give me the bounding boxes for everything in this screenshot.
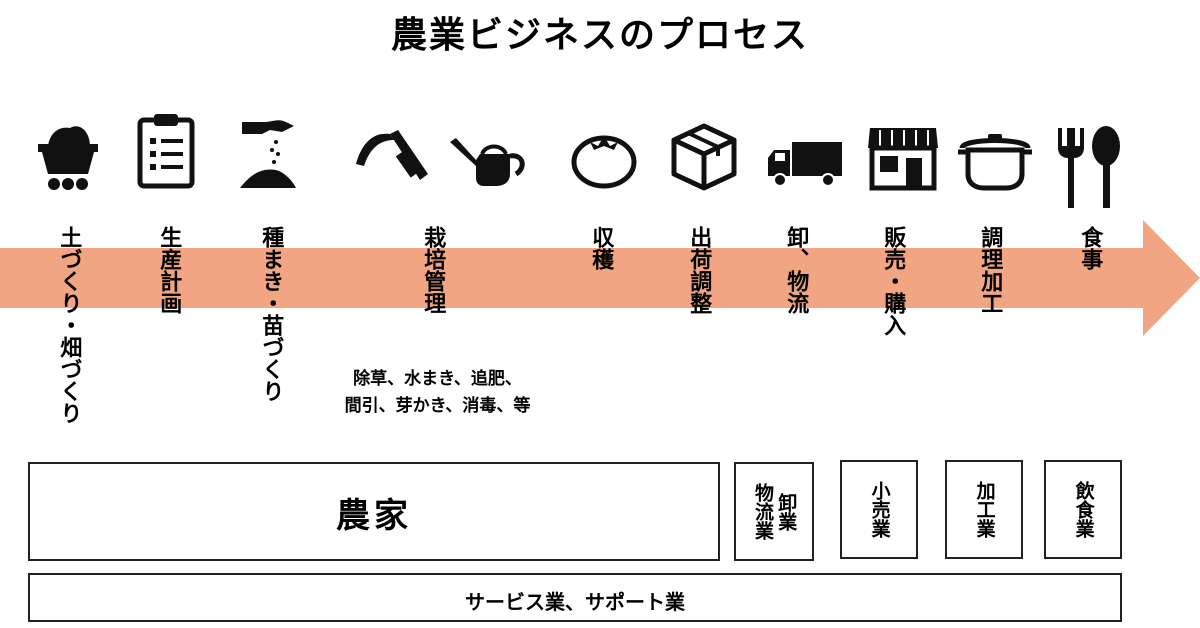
hand-sowing-seeds-icon [240, 120, 296, 188]
farmer-label: 農家 [336, 496, 412, 536]
step-label-wholesale-logistics: 卸、物流 [783, 226, 809, 314]
restaurant-label: 飲食業 [1072, 481, 1095, 538]
process-arrow [0, 220, 1200, 336]
delivery-truck-icon [768, 142, 842, 187]
step-label-sowing: 種まき・苗づくり [258, 226, 284, 402]
processing-box: 加工業 [945, 460, 1023, 559]
wholesale-label: 卸業 [775, 492, 798, 531]
mine-cart-soil-icon [38, 126, 98, 190]
logistics-label: 物流業 [752, 483, 774, 540]
sickle-icon [356, 130, 428, 180]
cardboard-box-icon [671, 123, 737, 191]
storefront-icon [868, 128, 938, 191]
restaurant-box: 飲食業 [1044, 460, 1122, 559]
watering-can-icon [450, 138, 525, 186]
retail-box: 小売業 [840, 460, 918, 559]
farmer-box: 農家 [28, 462, 720, 561]
step-label-cultivation-management: 栽培管理 [420, 226, 446, 314]
step-label-meal: 食事 [1077, 226, 1103, 270]
retail-label: 小売業 [868, 481, 891, 538]
step-label-harvest: 収穫 [588, 226, 614, 270]
services-label: サービス業、サポート業 [465, 590, 685, 614]
step-label-sales-purchase: 販売・購入 [880, 226, 906, 336]
fork-and-spoon-icon [1058, 126, 1120, 208]
step-label-production-planning: 生産計画 [156, 226, 182, 314]
step-label-shipping-adjustment: 出荷調整 [686, 226, 712, 314]
cultivation-note-line-1: 除草、水まき、追肥、 [353, 369, 522, 389]
processing-label: 加工業 [973, 481, 996, 538]
services-box: サービス業、サポート業 [28, 573, 1122, 622]
tomato-icon [571, 135, 637, 189]
cultivation-note: 除草、水まき、追肥、 間引、芽かき、消毒、等 [315, 366, 560, 420]
step-label-soil-preparation: 土づくり・畑づくり [56, 226, 82, 424]
step-label-cooking-processing: 調理加工 [977, 226, 1003, 314]
wholesale-logistics-box: 卸業 物流業 [734, 462, 814, 561]
clipboard-checklist-icon [137, 114, 195, 189]
diagram-title: 農業ビジネスのプロセス [390, 15, 809, 56]
cultivation-note-line-2: 間引、芽かき、消毒、等 [344, 396, 531, 416]
cooking-pot-icon [958, 134, 1032, 191]
